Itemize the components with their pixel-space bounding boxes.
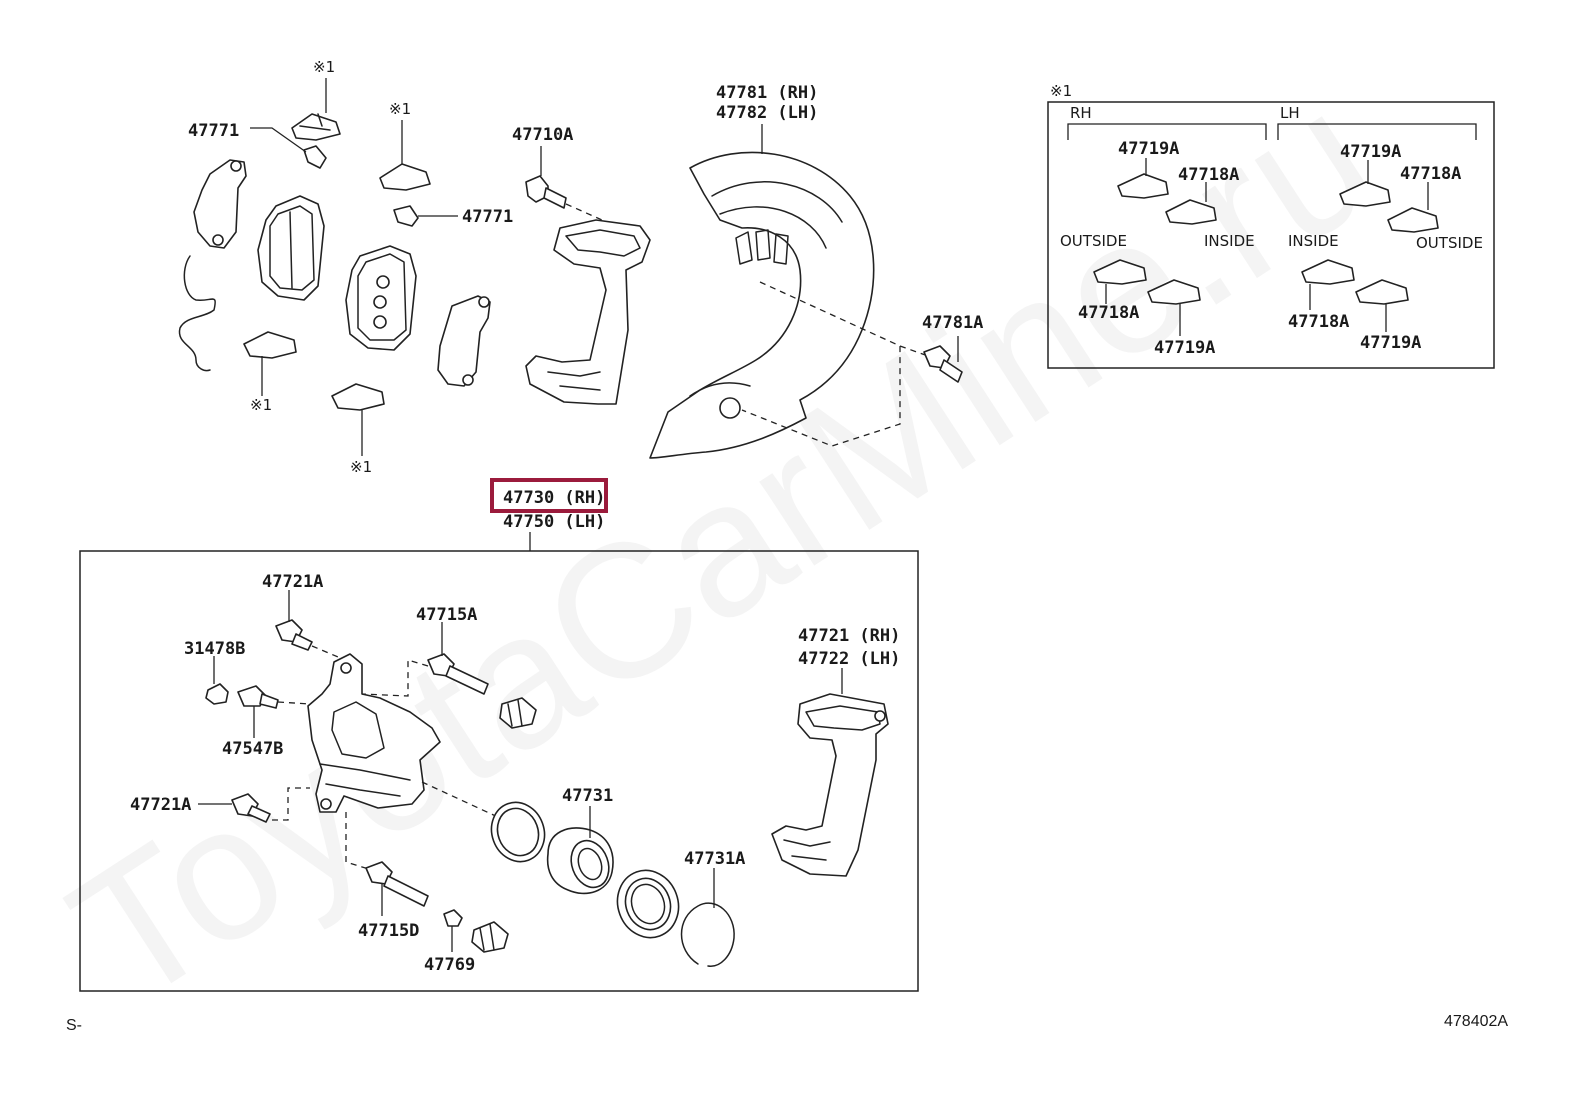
inset-lh-shim-47719a[interactable] (1339, 181, 1391, 207)
label-47731a: 47731A (684, 849, 745, 869)
bushing-47769[interactable] (443, 909, 463, 927)
piston-boot[interactable] (608, 862, 688, 946)
label-47771-upper: 47771 (188, 121, 239, 141)
label-47722-lh: 47722 (LH) (798, 649, 900, 669)
shim-upper-left[interactable] (291, 113, 341, 141)
label-47721a-left: 47721A (130, 795, 191, 815)
ref-mark: ※1 (350, 458, 372, 476)
label-outside: OUTSIDE (1060, 232, 1127, 250)
label-inside: INSIDE (1204, 232, 1255, 250)
ref-mark: ※1 (313, 58, 335, 76)
pad-clip-mid[interactable] (393, 205, 419, 227)
pad-backing-plate-right[interactable] (437, 295, 491, 387)
shim-lower-left[interactable] (243, 331, 297, 359)
label-inside: INSIDE (1288, 232, 1339, 250)
inset-lh-shim-47718a[interactable] (1387, 207, 1439, 233)
wear-indicator-wire (178, 255, 216, 372)
caliper-assembly-frame (79, 550, 919, 992)
footer-left-mark: S- (66, 1017, 82, 1034)
label-47721-rh: 47721 (RH) (798, 626, 900, 646)
label-47718a: 47718A (1288, 312, 1349, 332)
shim-lower-mid[interactable] (331, 383, 385, 411)
label-47730-rh[interactable]: 47730 (RH) (503, 488, 605, 508)
label-47782-lh: 47782 (LH) (716, 103, 818, 123)
slide-pin-boot-top[interactable] (499, 697, 537, 729)
label-31478b: 31478B (184, 639, 245, 659)
inset-lh-header: LH (1280, 104, 1300, 122)
label-47719a: 47719A (1154, 338, 1215, 358)
inset-ref-mark: ※1 (1050, 82, 1072, 100)
caliper-piston[interactable] (546, 827, 615, 895)
label-outside: OUTSIDE (1416, 234, 1483, 252)
piston-seal-47731[interactable] (483, 795, 552, 869)
label-47719a: 47719A (1118, 139, 1179, 159)
inset-frame (1047, 101, 1495, 369)
label-47719a: 47719A (1360, 333, 1421, 353)
slide-pin-boot-bottom[interactable] (471, 921, 509, 953)
retaining-ring-47731a[interactable] (680, 902, 735, 967)
lower-assembly: 47721A 31478B 47547B 47721A (79, 550, 919, 992)
label-47718a: 47718A (1078, 303, 1139, 323)
label-47750-lh: 47750 (LH) (503, 512, 605, 532)
brake-pad-inner[interactable] (345, 245, 417, 351)
slide-pin-47715d[interactable] (365, 861, 429, 907)
bleeder-cap-31478b[interactable] (205, 683, 229, 705)
label-47715d: 47715D (358, 921, 419, 941)
inset-lh-shim-47719a-bottom[interactable] (1355, 279, 1409, 305)
shim-mid-top[interactable] (379, 163, 431, 191)
pad-backing-plate-left[interactable] (193, 159, 247, 249)
upper-assembly: ※1 47771 ※1 47771 (178, 58, 983, 476)
label-47771-mid: 47771 (462, 207, 513, 227)
slide-pin-47715a[interactable] (427, 653, 489, 695)
diagram-code: 478402A (1444, 1013, 1508, 1030)
inset-rh-shim-47718a[interactable] (1165, 199, 1217, 225)
bolt-47710a[interactable] (525, 175, 567, 209)
label-47731: 47731 (562, 786, 613, 806)
brake-pad-outer[interactable] (257, 195, 325, 301)
pad-clip-upper[interactable] (303, 145, 327, 169)
inset-rh-header: RH (1070, 104, 1092, 122)
bleeder-bolt-47721a-top[interactable] (275, 619, 313, 651)
label-47719a: 47719A (1340, 142, 1401, 162)
label-47721a-top: 47721A (262, 572, 323, 592)
label-47715a: 47715A (416, 605, 477, 625)
brake-dust-shield[interactable] (649, 151, 875, 459)
caliper-mounting-bracket-lower[interactable] (771, 693, 889, 877)
label-47710a: 47710A (512, 125, 573, 145)
caliper-mounting-bracket-upper[interactable] (525, 219, 651, 405)
inset-rh-shim-47719a-bottom[interactable] (1147, 279, 1201, 305)
caliper-body[interactable] (307, 653, 441, 813)
ref-mark: ※1 (389, 100, 411, 118)
label-47781a: 47781A (922, 313, 983, 333)
inset-lh-shim-47718a-bottom[interactable] (1301, 259, 1355, 285)
bleeder-plug-47547b[interactable] (237, 685, 279, 709)
ref-mark: ※1 (250, 396, 272, 414)
inset-shim-kit: ※1 RH LH 47719A 47718A 47719A 47718A OUT… (1047, 82, 1495, 369)
label-47781-rh: 47781 (RH) (716, 83, 818, 103)
shield-bolt-47781a[interactable] (923, 345, 963, 383)
bleeder-bolt-47721a-left[interactable] (231, 793, 271, 823)
highlight-47730-rh[interactable] (490, 478, 608, 513)
inset-rh-shim-47719a[interactable] (1117, 173, 1169, 199)
label-47769: 47769 (424, 955, 475, 975)
label-47547b: 47547B (222, 739, 283, 759)
label-47718a: 47718A (1178, 165, 1239, 185)
label-47718a: 47718A (1400, 164, 1461, 184)
inset-rh-shim-47718a-bottom[interactable] (1093, 259, 1147, 285)
